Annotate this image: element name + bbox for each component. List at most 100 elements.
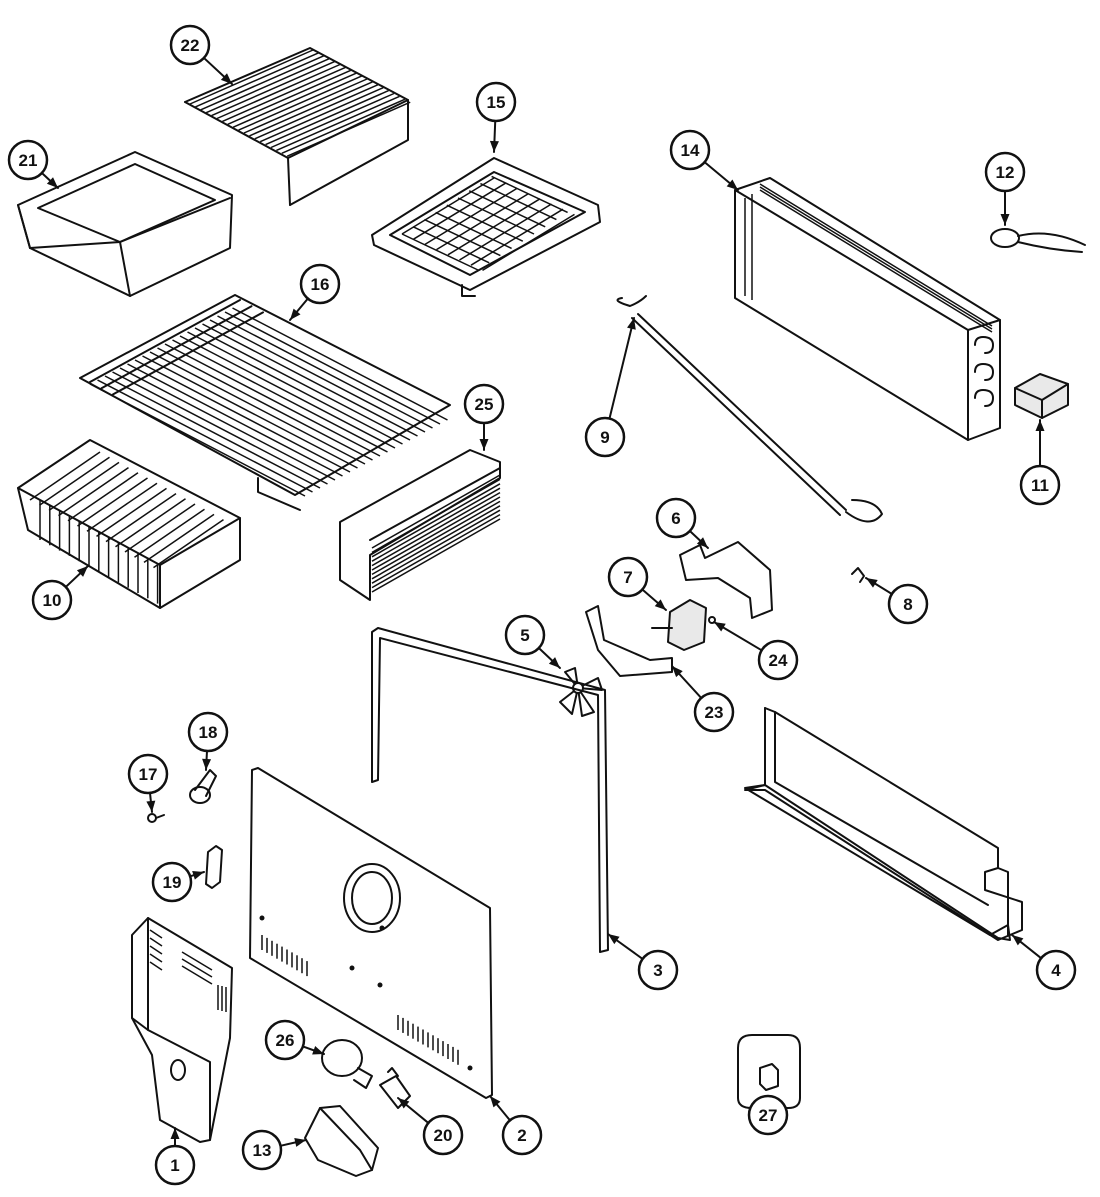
part-13-light-cover [304,1105,379,1177]
leader-arrow-22 [220,73,232,84]
part-27-switch-box [737,1034,801,1109]
callout-circle [747,1094,789,1136]
part-8-clip [851,567,865,583]
leader-arrow-11 [1035,420,1045,431]
part-14-evaporator [734,177,1001,441]
callout-15: 15 [475,81,517,123]
callout-label: 25 [475,395,494,414]
callout-label: 5 [520,626,529,645]
callout-23: 23 [693,691,735,733]
part-2-back-panel [249,767,493,1099]
callout-label: 3 [653,961,662,980]
callout-4: 4 [1035,949,1077,991]
leader-arrow-7 [654,599,666,610]
callout-27: 27 [747,1094,789,1136]
callout-circle [422,1114,464,1156]
callout-label: 19 [163,873,182,892]
leader-arrow-17 [146,800,156,812]
callout-24: 24 [757,639,799,681]
leader-arrow-3 [608,934,620,945]
callout-label: 14 [681,141,700,160]
leader-arrow-26 [312,1046,324,1055]
leader-arrow-15 [489,140,499,152]
callout-25: 25 [463,383,505,425]
callout-8: 8 [887,583,929,625]
part-16-wire-shelf [79,294,451,511]
leader-arrow-18 [202,758,212,770]
callout-circle [655,497,697,539]
callout-13: 13 [241,1129,283,1171]
part-5-fan-blade [559,667,603,717]
callout-label: 1 [170,1156,179,1175]
leader-arrow-14 [726,179,738,190]
callout-label: 11 [1031,476,1049,495]
callout-circle [501,1114,543,1156]
leader-arrow-2 [490,1096,501,1108]
callout-circle [984,151,1026,193]
part-15-ice-tray [371,157,601,297]
part-1-control-housing [131,917,233,1143]
leader-line-9 [608,317,635,420]
callout-6: 6 [655,497,697,539]
part-19-lens [205,845,223,889]
callout-label: 26 [276,1031,295,1050]
callout-circle [693,691,735,733]
part-22-wire-shelf [184,47,411,206]
callout-label: 24 [769,651,788,670]
callout-22: 22 [169,24,211,66]
part-11-block [1014,373,1069,419]
callout-label: 13 [253,1141,272,1160]
part-12-sensor [990,228,1086,253]
callout-circle [264,1019,306,1061]
callout-circle [463,383,505,425]
callout-19: 19 [151,861,193,903]
callout-circle [151,861,193,903]
leader-arrow-19 [192,870,204,880]
callout-label: 16 [311,275,330,294]
callout-18: 18 [187,711,229,753]
leader-arrow-10 [76,566,88,577]
leader-arrow-6 [696,537,708,548]
callout-label: 17 [139,765,158,784]
callout-circle [887,583,929,625]
part-17-screw [147,813,165,823]
part-6-bracket [679,541,773,619]
callout-circle [757,639,799,681]
callout-3: 3 [637,949,679,991]
callout-label: 6 [671,509,680,528]
part-3-gasket [371,627,609,953]
leader-arrow-5 [548,657,560,668]
part-10-wire-basket [17,439,241,609]
leader-arrow-23 [672,666,683,678]
callout-circle [1019,464,1061,506]
callout-16: 16 [299,263,341,305]
callout-label: 27 [759,1106,778,1125]
callout-circle [187,711,229,753]
leader-arrow-8 [866,578,878,588]
callout-circle [475,81,517,123]
leader-arrow-9 [627,318,636,330]
callout-label: 20 [434,1126,453,1145]
callout-11: 11 [1019,464,1061,506]
callout-circle [154,1144,196,1186]
callout-26: 26 [264,1019,306,1061]
part-21-pan [17,151,233,297]
callout-label: 23 [705,703,724,722]
callout-circle [169,24,211,66]
callout-7: 7 [607,556,649,598]
callout-20: 20 [422,1114,464,1156]
leader-lines [40,56,1045,1147]
callout-circle [637,949,679,991]
leader-arrow-21 [46,177,58,188]
callout-1: 1 [154,1144,196,1186]
callout-circle [504,614,546,656]
callout-label: 21 [19,151,38,170]
callout-12: 12 [984,151,1026,193]
callout-circle [607,556,649,598]
leader-arrow-24 [714,622,726,632]
part-7-motor [651,599,716,651]
leader-arrow-20 [398,1098,410,1109]
callout-circle [669,129,711,171]
